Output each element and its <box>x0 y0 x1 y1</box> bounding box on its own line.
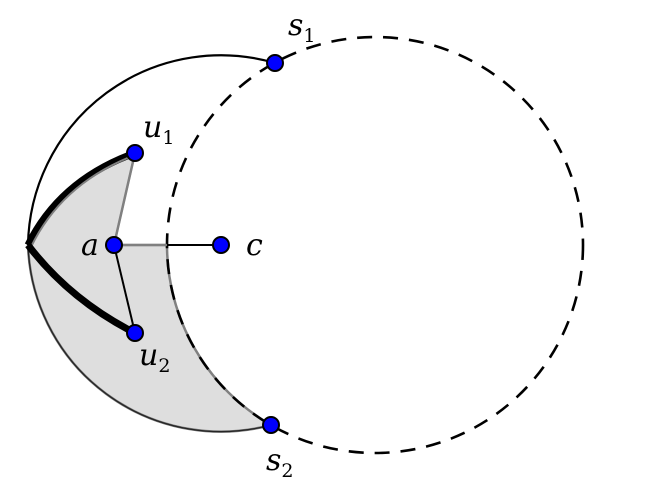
node-u2 <box>126 324 144 342</box>
label-a: a <box>81 228 99 263</box>
thick-path-upper-gray <box>30 154 136 248</box>
node-c <box>212 236 230 254</box>
edge-a-u1 <box>113 152 136 246</box>
thick-path-lower <box>25 242 137 337</box>
node-s1 <box>266 54 284 72</box>
label-u1: u1 <box>143 110 174 149</box>
node-a <box>105 236 123 254</box>
node-s2 <box>262 416 280 434</box>
outer-arc-lower <box>27 244 272 433</box>
node-u1 <box>126 144 144 162</box>
label-u2: u2 <box>139 338 170 377</box>
label-s1: s1 <box>288 8 316 47</box>
label-s2: s2 <box>266 443 294 482</box>
thick-path-upper <box>24 149 137 247</box>
edge-a-u2 <box>113 244 136 334</box>
label-c: c <box>246 228 263 263</box>
outer-arc <box>26 54 276 246</box>
